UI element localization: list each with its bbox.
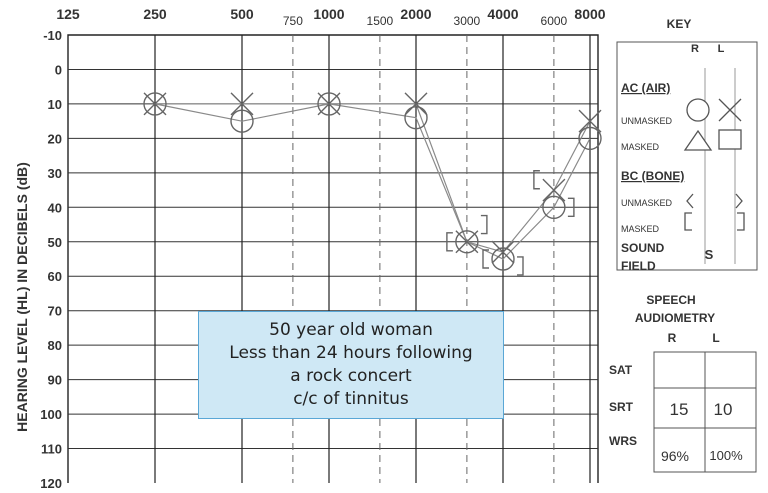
left-air-marker [491,240,515,264]
y-tick-label: 110 [41,442,62,457]
speech-row-label-sat: SAT [609,363,633,377]
right-air-marker [542,195,566,220]
key-right-bone-icon [686,193,694,209]
x-minor-tick-label: 750 [283,14,303,28]
speech-wrs-right: 96% [661,448,689,464]
y-tick-label: 60 [48,269,62,284]
case-note-line: a rock concert [290,366,412,386]
speech-col-left: L [712,331,719,345]
speech-srt-right: 15 [670,400,689,419]
x-tick-labels: 125 250 500 1000 2000 4000 8000 750 1500 3000 6000 [56,6,605,28]
y-tick-label: -10 [43,28,62,43]
y-tick-labels: -10 0 10 20 30 40 50 60 70 80 90 100 110 120 [40,28,62,491]
speech-row-label-wrs: WRS [609,434,637,448]
right-air-marker [404,106,428,130]
y-tick-label: 120 [40,476,62,488]
right-air-marker [317,92,341,116]
y-tick-label: 100 [40,407,62,422]
left-air-marker [317,92,341,116]
speech-col-right: R [668,331,677,345]
case-note-line: 50 year old woman [269,320,433,340]
series-lines [154,103,591,260]
key-col-left: L [718,43,725,55]
x-minor-tick-label: 3000 [454,14,481,28]
x-tick-label: 4000 [487,6,518,22]
speech-title-line2: AUDIOMETRY [635,311,715,325]
y-tick-label: 70 [48,304,62,319]
plot-frame [67,34,599,483]
key-bc-masked-label: MASKED [621,224,660,234]
left-air-marker [143,92,167,116]
y-tick-label: 40 [48,200,62,215]
series-line-right_air [154,103,591,260]
left-air-marker [230,92,254,116]
y-tick-label: 30 [48,166,62,181]
right-bone-masked-marker [446,232,453,252]
key-right-air-icon [686,98,710,122]
left-bone-masked-marker [517,256,524,276]
key-right-air-masked-icon [683,129,713,151]
key-right-bone-masked-icon [684,212,692,231]
left-air-marker [404,92,428,116]
y-tick-label: 90 [48,373,62,388]
y-tick-label: 50 [48,235,62,250]
case-note-line: Less than 24 hours following [229,343,473,363]
series-line-left_air [155,103,591,253]
key-box [616,41,758,271]
key-field-label: FIELD [621,259,656,273]
y-tick-label: 20 [48,131,62,146]
right-bone-masked-marker [482,249,489,269]
key-left-bone-icon [735,193,743,209]
x-tick-label: 500 [230,6,254,22]
left-air-marker [455,230,479,254]
left-bone-masked-marker [480,214,488,235]
key-bc-title: BC (BONE) [621,169,684,183]
right-air-marker [143,92,167,116]
x-minor-tick-label: 6000 [541,14,568,28]
x-tick-label: 250 [143,6,167,22]
x-tick-label: 1000 [313,6,344,22]
key-title: KEY [667,17,692,31]
left-air-marker [542,178,566,202]
key-left-bone-masked-icon [737,212,745,231]
y-tick-label: 0 [55,62,62,77]
right-air-marker [455,230,479,254]
x-tick-label: 8000 [574,6,605,22]
right-air-marker [230,109,254,133]
speech-srt-left: 10 [714,400,733,419]
left-bone-masked-marker [567,197,575,218]
left-air-marker [578,109,602,133]
case-note: 50 year old woman Less than 24 hours fol… [198,311,504,419]
right-air-marker [578,126,602,151]
right-air-marker [491,247,515,271]
key-sound-field-symbol: S [705,247,714,262]
key-left-air-masked-icon [718,129,742,150]
speech-audiometry: SPEECH AUDIOMETRY R L SAT SRT 15 10 WRS … [609,293,757,473]
series-marks [143,92,602,276]
y-axis-label: HEARING LEVEL (HL) IN DECIBELS (dB) [14,162,30,432]
key-masked-label: MASKED [621,142,660,152]
key-sound-label: SOUND [621,241,665,255]
symbol-key: KEY R L AC (AIR) UNMASKED MASKED BC (BON… [616,17,758,273]
x-tick-label: 2000 [400,6,431,22]
key-ac-title: AC (AIR) [621,81,670,95]
key-unmasked-label: UNMASKED [621,116,673,126]
speech-row-label-srt: SRT [609,400,634,414]
x-minor-tick-label: 1500 [367,14,394,28]
right-bone-masked-marker [533,170,540,190]
x-tick-label: 125 [56,6,80,22]
key-col-right: R [691,43,699,55]
speech-title-line1: SPEECH [646,293,695,307]
key-left-air-icon [718,98,742,122]
key-bc-unmasked-label: UNMASKED [621,198,673,208]
y-tick-label: 10 [48,97,62,112]
y-tick-label: 80 [48,338,62,353]
speech-wrs-left: 100% [709,448,743,463]
case-note-line: c/c of tinnitus [293,389,409,409]
